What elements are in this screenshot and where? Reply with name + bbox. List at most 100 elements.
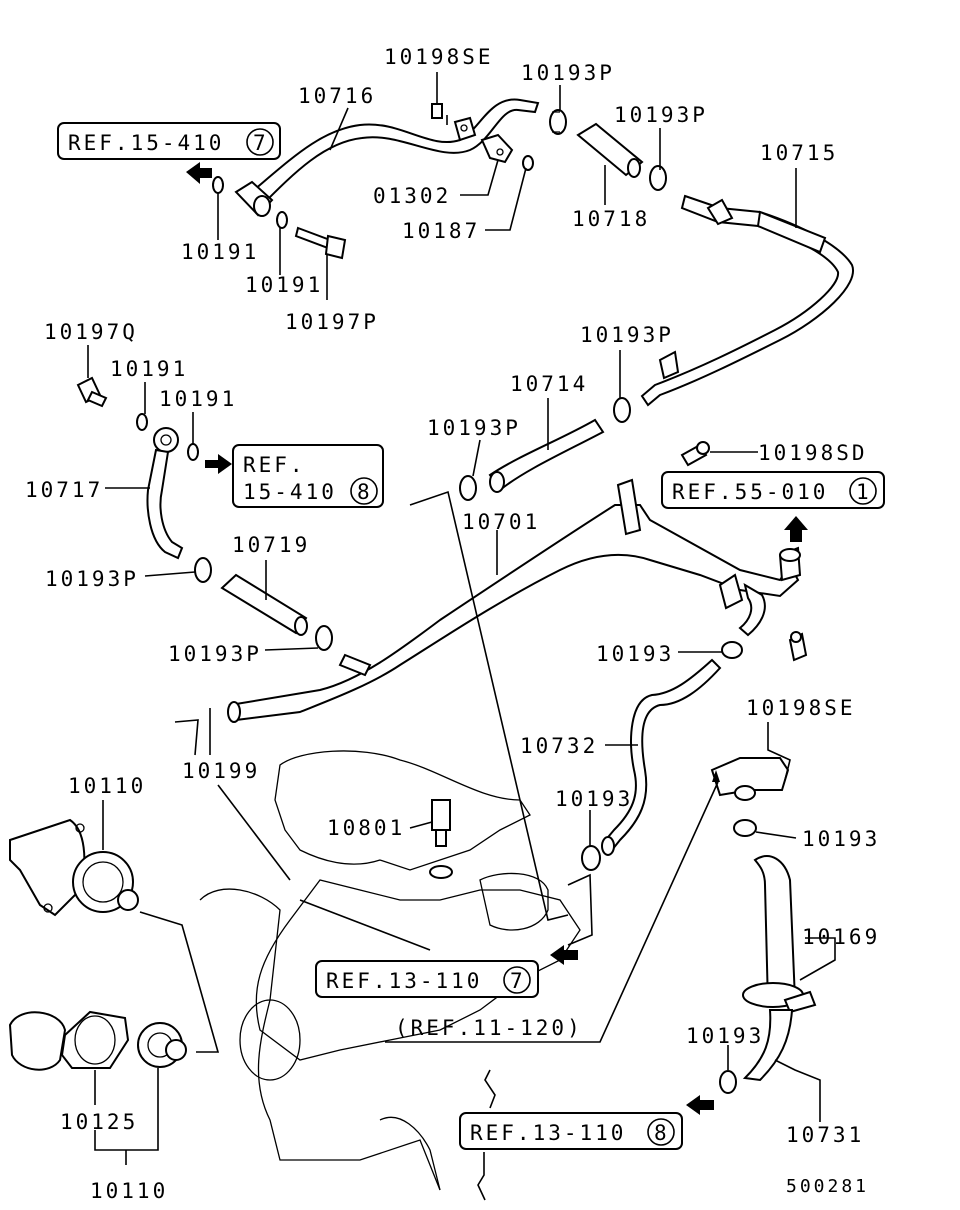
label-10701: 10701	[462, 510, 540, 534]
clamp-10193-c	[733, 819, 757, 837]
label-10197Q: 10197Q	[44, 320, 138, 344]
ref-box-13-110-8[interactable]: REF.13-110 8	[459, 1112, 683, 1150]
label-10716: 10716	[298, 84, 376, 108]
ref-box-55-010-1[interactable]: REF.55-010 1	[661, 471, 885, 509]
pipe-10715	[640, 194, 855, 407]
label-10197P: 10197P	[285, 310, 379, 334]
label-10191-b: 10191	[245, 273, 323, 297]
arrow-ref-11-120	[712, 770, 720, 782]
clamp-10193P-d	[459, 475, 477, 501]
hose-10718	[576, 122, 644, 178]
bracket-01302	[480, 133, 514, 164]
ref-15-410-8-line1: REF.	[243, 453, 306, 477]
clamp-10193-d	[719, 1070, 737, 1094]
sensor-10801	[429, 799, 453, 879]
label-10731: 10731	[786, 1123, 864, 1147]
label-10193P-a: 10193P	[521, 61, 615, 85]
clamp-10193P-e	[194, 557, 212, 583]
clamp-10193P-f	[315, 625, 333, 651]
label-10110-bot: 10110	[90, 1179, 168, 1203]
washer-10191-c	[136, 413, 148, 431]
ref-15-410-8-line2: 15-410	[243, 480, 337, 504]
ref-15-410-8-num: 8	[357, 480, 373, 504]
ref-box-15-410-7[interactable]: REF.15-410 7	[57, 122, 281, 160]
part-labels: 10198SE 10193P 10716 10193P 10715 01302 …	[25, 45, 880, 1203]
label-10714: 10714	[510, 372, 588, 396]
label-10191-c: 10191	[110, 357, 188, 381]
label-10718: 10718	[572, 207, 650, 231]
arrow-up-ref-55-010-1	[784, 516, 808, 542]
label-10193-b: 10193	[555, 787, 633, 811]
bolt-10197Q	[76, 376, 108, 408]
thermostat-housing-10110	[9, 818, 139, 917]
label-10198SD: 10198SD	[758, 441, 868, 465]
ref-box-15-410-8[interactable]: REF. 15-410 8	[232, 444, 384, 508]
label-10193P-b: 10193P	[614, 103, 708, 127]
fitting-outlet	[710, 757, 790, 801]
drawing-id: 500281	[786, 1176, 869, 1197]
label-10193-c: 10193	[802, 827, 880, 851]
bolt-10198SE-top	[431, 72, 448, 125]
ref-13-110-8-text: REF.13-110	[470, 1121, 626, 1145]
clamp-10193P-b	[649, 165, 667, 191]
label-10191-a: 10191	[181, 240, 259, 264]
pipe-10717	[146, 427, 184, 560]
thermostat-10110	[137, 1022, 187, 1068]
label-10191-d: 10191	[159, 387, 237, 411]
leader-lines	[87, 85, 836, 1201]
pipe-10716	[234, 98, 540, 217]
pipe-10169	[742, 855, 817, 1014]
clamp-10193P-a	[549, 109, 567, 135]
ref-55-010-1-text: REF.55-010	[672, 480, 828, 504]
label-10187: 10187	[402, 219, 480, 243]
ref-13-110-8-num: 8	[654, 1121, 670, 1145]
washer-10191-b	[276, 211, 288, 229]
arrow-left-ref-13-110-8	[686, 1095, 714, 1115]
label-10717: 10717	[25, 478, 103, 502]
label-10715: 10715	[760, 141, 838, 165]
ref-15-410-7-num: 7	[253, 131, 269, 155]
label-10193-d: 10193	[686, 1024, 764, 1048]
label-10125: 10125	[60, 1110, 138, 1134]
clamp-10193-a	[721, 641, 743, 659]
label-10198SE-mid: 10198SE	[746, 696, 856, 720]
clamp-10193-b	[581, 845, 601, 871]
washer-10191-d	[187, 443, 199, 461]
hose-10714	[459, 397, 631, 501]
pipe-10701	[227, 478, 802, 723]
hose-10732	[601, 658, 722, 856]
label-10193P-d: 10193P	[427, 416, 521, 440]
label-01302: 01302	[373, 184, 451, 208]
ref-55-010-1-num: 1	[856, 480, 872, 504]
arrow-left-ref-13-110-7	[550, 945, 578, 965]
hose-10719	[220, 573, 308, 636]
nut-10187	[522, 155, 534, 171]
label-10801: 10801	[327, 816, 405, 840]
label-10732: 10732	[520, 734, 598, 758]
label-10110-top: 10110	[68, 774, 146, 798]
label-10199: 10199	[182, 759, 260, 783]
label-10193P-f: 10193P	[168, 642, 262, 666]
hose-10731	[742, 1009, 794, 1082]
arrow-left-ref-15-410-7	[186, 162, 212, 184]
label-10193P-c: 10193P	[580, 323, 674, 347]
ref-box-13-110-7[interactable]: REF.13-110 7	[315, 960, 539, 998]
bolt-10198SE-mid	[788, 631, 808, 662]
label-10193-a: 10193	[596, 642, 674, 666]
label-10198SE-top: 10198SE	[384, 45, 494, 69]
bolt-10198SD	[680, 441, 710, 467]
washer-10191-a	[212, 176, 224, 194]
label-10719: 10719	[232, 533, 310, 557]
ref-13-110-7-text: REF.13-110	[326, 969, 482, 993]
arrow-right-ref-15-410-8	[205, 454, 232, 474]
ref-11-120-text[interactable]: (REF.11-120)	[395, 1016, 583, 1040]
label-10169: 10169	[802, 925, 880, 949]
gasket-10125	[60, 1010, 130, 1069]
housing-lower	[8, 1011, 67, 1071]
ref-13-110-7-num: 7	[510, 969, 526, 993]
clamp-10193P-c	[613, 397, 631, 423]
label-10193P-e: 10193P	[45, 567, 139, 591]
ref-15-410-7-text: REF.15-410	[68, 131, 224, 155]
